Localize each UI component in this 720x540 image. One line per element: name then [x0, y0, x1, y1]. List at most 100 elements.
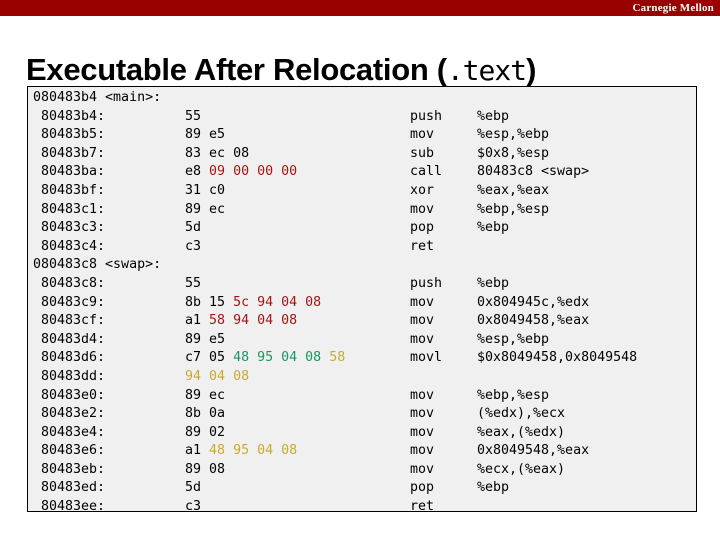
byte-gold: 58	[329, 350, 346, 366]
instruction-address: 80483c9:	[33, 294, 106, 310]
byte-red: 08	[305, 294, 322, 310]
instruction-operands: 80483c8 <swap>	[477, 164, 590, 180]
byte-plain: 89	[185, 201, 202, 217]
byte-red: 04	[281, 294, 298, 310]
instruction-bytes: 89 ec	[185, 387, 410, 406]
instruction-operands: %ebp,%esp	[477, 387, 550, 403]
instruction-mnemonic: mov	[410, 313, 435, 329]
instruction-bytes: c3	[185, 498, 410, 512]
instruction-operands: %eax,%eax	[477, 182, 550, 198]
instruction-address: 80483cf:	[33, 313, 106, 329]
byte-plain: ec	[209, 201, 226, 217]
instruction-mnemonic: pop	[410, 220, 435, 236]
listing-row: 80483ed: 5d pop %ebp	[33, 479, 696, 498]
page-title-section-name: .text	[446, 53, 527, 87]
instruction-bytes: 89 ec	[185, 201, 410, 220]
byte-plain: 89	[185, 331, 202, 347]
instruction-operands: %esp,%ebp	[477, 127, 550, 143]
listing-row: 80483bf: 31 c0 xor %eax,%eax	[33, 182, 696, 201]
instruction-bytes: 5d	[185, 479, 410, 498]
instruction-address: 80483d6:	[33, 350, 106, 366]
instruction-operands: %ebp	[477, 220, 510, 236]
byte-red: 00	[257, 164, 274, 180]
instruction-operands: $0x8049458,0x8049548	[477, 350, 638, 366]
byte-gold: 08	[281, 443, 298, 459]
instruction-address: 80483c1:	[33, 201, 106, 217]
byte-red: 00	[281, 164, 298, 180]
instruction-bytes: a1 48 95 04 08	[185, 442, 410, 461]
instruction-operands: %esp,%ebp	[477, 331, 550, 347]
brand-band: Carnegie Mellon	[0, 0, 720, 16]
instruction-address: 80483c3:	[33, 220, 106, 236]
instruction-bytes: 55	[185, 275, 410, 294]
byte-gold: 08	[233, 368, 250, 384]
byte-plain: 8b	[185, 406, 202, 422]
byte-plain: 5d	[185, 480, 202, 496]
instruction-address: 80483bf:	[33, 182, 106, 198]
instruction-bytes: 55	[185, 108, 410, 127]
byte-plain: 02	[209, 424, 226, 440]
instruction-mnemonic: pop	[410, 480, 435, 496]
instruction-bytes: 89 e5	[185, 126, 410, 145]
instruction-mnemonic: movl	[410, 350, 443, 366]
byte-gold: 95	[233, 443, 250, 459]
listing-row: 80483c3: 5d pop %ebp	[33, 219, 696, 238]
instruction-mnemonic: ret	[410, 238, 435, 254]
byte-plain: 89	[185, 387, 202, 403]
byte-red: 09	[209, 164, 226, 180]
byte-gold: 04	[257, 443, 274, 459]
byte-plain: c3	[185, 499, 202, 512]
instruction-bytes: 8b 0a	[185, 405, 410, 424]
byte-green: 04	[281, 350, 298, 366]
byte-green: 48	[233, 350, 250, 366]
instruction-address: 80483ed:	[33, 480, 106, 496]
byte-green: 95	[257, 350, 274, 366]
instruction-mnemonic: mov	[410, 127, 435, 143]
instruction-mnemonic: push	[410, 275, 443, 291]
byte-red: 94	[257, 294, 274, 310]
instruction-mnemonic: mov	[410, 201, 435, 217]
byte-red: 94	[233, 313, 250, 329]
byte-plain: c3	[185, 238, 202, 254]
byte-plain: 0a	[209, 406, 226, 422]
byte-red: 58	[209, 313, 226, 329]
instruction-bytes: 89 02	[185, 424, 410, 443]
instruction-mnemonic: mov	[410, 424, 435, 440]
instruction-address: 80483b4:	[33, 108, 106, 124]
instruction-operands: (%edx),%ecx	[477, 406, 566, 422]
byte-plain: c0	[209, 182, 226, 198]
instruction-address: 80483c8:	[33, 275, 106, 291]
byte-plain: a1	[185, 313, 202, 329]
instruction-bytes: c7 05 48 95 04 08 58	[185, 349, 410, 368]
instruction-operands: %ebp	[477, 480, 510, 496]
page-title: Executable After Relocation (.text)	[26, 52, 536, 88]
byte-gold: 04	[209, 368, 226, 384]
brand-name: Carnegie Mellon	[632, 2, 714, 14]
instruction-address: 80483ba:	[33, 164, 106, 180]
listing-section-header-label: 080483c8 <swap>:	[33, 257, 162, 273]
instruction-address: 80483d4:	[33, 331, 106, 347]
instruction-mnemonic: mov	[410, 294, 435, 310]
byte-plain: 89	[185, 461, 202, 477]
instruction-mnemonic: mov	[410, 443, 435, 459]
instruction-bytes: 83 ec 08	[185, 145, 410, 164]
instruction-operands: %eax,(%edx)	[477, 424, 566, 440]
byte-plain: 15	[209, 294, 226, 310]
instruction-operands: $0x8,%esp	[477, 145, 550, 161]
instruction-mnemonic: xor	[410, 182, 435, 198]
listing-section-header-label: 080483b4 <main>:	[33, 90, 162, 105]
byte-plain: 05	[209, 350, 226, 366]
byte-plain: 31	[185, 182, 202, 198]
byte-plain: 5d	[185, 220, 202, 236]
byte-plain: 89	[185, 424, 202, 440]
